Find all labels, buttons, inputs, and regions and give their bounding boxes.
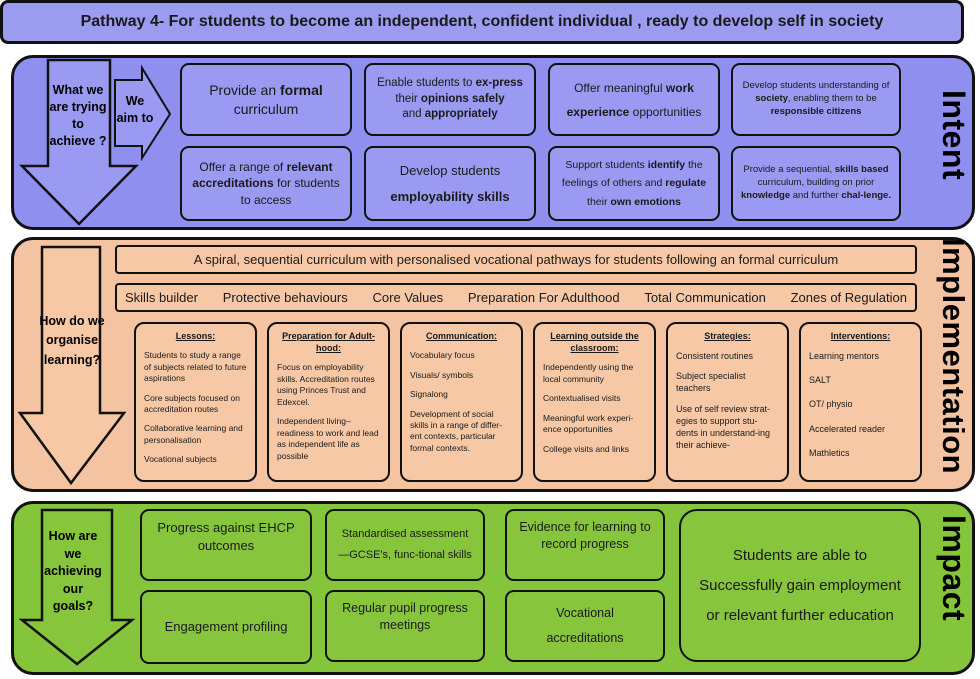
column-communication: Communication: Vocabulary focus Visuals/… <box>400 322 523 482</box>
outcome-line: or relevant further education <box>706 606 894 624</box>
intent-question: What we are trying to achieve ? <box>49 83 107 148</box>
column-interventions: Interventions: Learning mentors SALT OT/… <box>799 322 922 482</box>
column-item: Learning mentors <box>809 351 880 362</box>
column-item: Core subjects focused on accreditation r… <box>144 392 240 415</box>
impact-box-vocational-accreditations: Vocational accreditations <box>505 590 665 662</box>
intent-down-arrow <box>19 58 139 226</box>
strand-item: Skills builder <box>125 289 198 305</box>
aim-arrow <box>114 64 172 162</box>
impact-outcome-box: Students are able to Successfully gain e… <box>679 509 921 662</box>
column-item: Students to study a range of subjects re… <box>144 350 247 384</box>
column-title: Learning outside the classroom: <box>550 331 639 354</box>
column-item: Meaningful work experi-ence opportunitie… <box>543 412 634 435</box>
column-item: Vocabulary focus <box>410 350 475 361</box>
intent-box-emotions: Support students identify the feelings o… <box>548 146 720 221</box>
implementation-side-title: Implementation <box>936 238 971 475</box>
column-item: Contextualised visits <box>543 393 621 404</box>
column-strategies: Strategies: Consistent routines Subject … <box>666 322 789 482</box>
strand-item: Total Communication <box>644 289 766 305</box>
column-item: Signalong <box>410 389 448 400</box>
strand-item: Core Values <box>372 289 444 305</box>
intent-box-express-opinions: Enable students to ex-press their opinio… <box>364 63 536 136</box>
column-item: Development of social skills in a range … <box>410 408 502 453</box>
column-title: Interventions: <box>830 331 891 341</box>
impact-box-standardised-assessment: Standardised assessment—GCSE's, func-tio… <box>325 509 485 581</box>
impact-down-arrow <box>18 508 136 666</box>
column-title: Lessons: <box>175 331 216 341</box>
column-item: Focus on employability skills. Accredita… <box>277 362 375 407</box>
curriculum-banner: A spiral, sequential curriculum with per… <box>115 245 917 274</box>
impact-box-engagement-profiling: Engagement profiling <box>140 590 312 664</box>
column-item: Accelerated reader <box>809 423 886 434</box>
column-item: Mathletics <box>809 447 850 458</box>
impact-box-evidence-for-learning: Evidence for learning to record progress <box>505 509 665 581</box>
strand-item: Protective behaviours <box>222 289 348 305</box>
column-title: Preparation for Adult-hood: <box>282 331 375 354</box>
strands-bar: Skills builder Protective behaviours Cor… <box>115 283 917 312</box>
column-item: Subject specialist teachers <box>676 371 746 394</box>
outcome-line: Students are able to <box>732 546 868 564</box>
column-item: Use of self review strat-egies to suppor… <box>676 403 771 450</box>
column-lessons: Lessons: Students to study a range of su… <box>134 322 257 482</box>
impact-box-ehcp: Progress against EHCP outcomes <box>140 509 312 581</box>
column-item: Independent living– readiness to work an… <box>277 416 379 461</box>
impact-box-pupil-progress-meetings: Regular pupil progress meetings <box>325 590 485 662</box>
aim-label: We aim to <box>116 94 154 125</box>
column-item: Consistent routines <box>676 351 754 362</box>
intent-box-employability: Develop students employability skills <box>364 146 536 221</box>
intent-box-skills-based: Provide a sequential, skills based curri… <box>731 146 901 221</box>
column-item: Collaborative learning and personalisati… <box>144 423 243 445</box>
intent-box-formal-curriculum: Provide an formal curriculum <box>180 63 352 136</box>
column-title: Strategies: <box>704 331 751 341</box>
column-item: College visits and links <box>543 443 629 454</box>
column-item: SALT <box>809 375 831 386</box>
strand-item: Preparation For Adulthood <box>467 289 620 305</box>
column-item: OT/ physio <box>809 399 853 410</box>
intent-box-accreditations: Offer a range of relevant accreditations… <box>180 146 352 221</box>
intent-side-title: Intent <box>936 90 972 181</box>
column-title: Communication: <box>426 331 497 341</box>
implementation-down-arrow <box>17 245 127 486</box>
column-item: Independently using the local community <box>543 362 634 384</box>
column-item: Visuals/ symbols <box>410 369 474 380</box>
page-title: Pathway 4- For students to become an ind… <box>0 0 964 44</box>
impact-question: How are we achieving our goals? <box>44 529 102 613</box>
column-preparation-for-adulthood: Preparation for Adult-hood: Focus on emp… <box>267 322 390 482</box>
strand-item: Zones of Regulation <box>790 289 907 305</box>
intent-box-society: Develop students understanding of societ… <box>731 63 901 136</box>
intent-box-work-experience: Offer meaningful work experience opportu… <box>548 63 720 136</box>
column-learning-outside-classroom: Learning outside the classroom: Independ… <box>533 322 656 482</box>
outcome-line: Successfully gain employment <box>699 576 901 594</box>
implementation-question: How do we organise learning? <box>39 314 105 367</box>
impact-side-title: Impact <box>936 515 972 622</box>
column-item: Vocational subjects <box>144 454 217 465</box>
